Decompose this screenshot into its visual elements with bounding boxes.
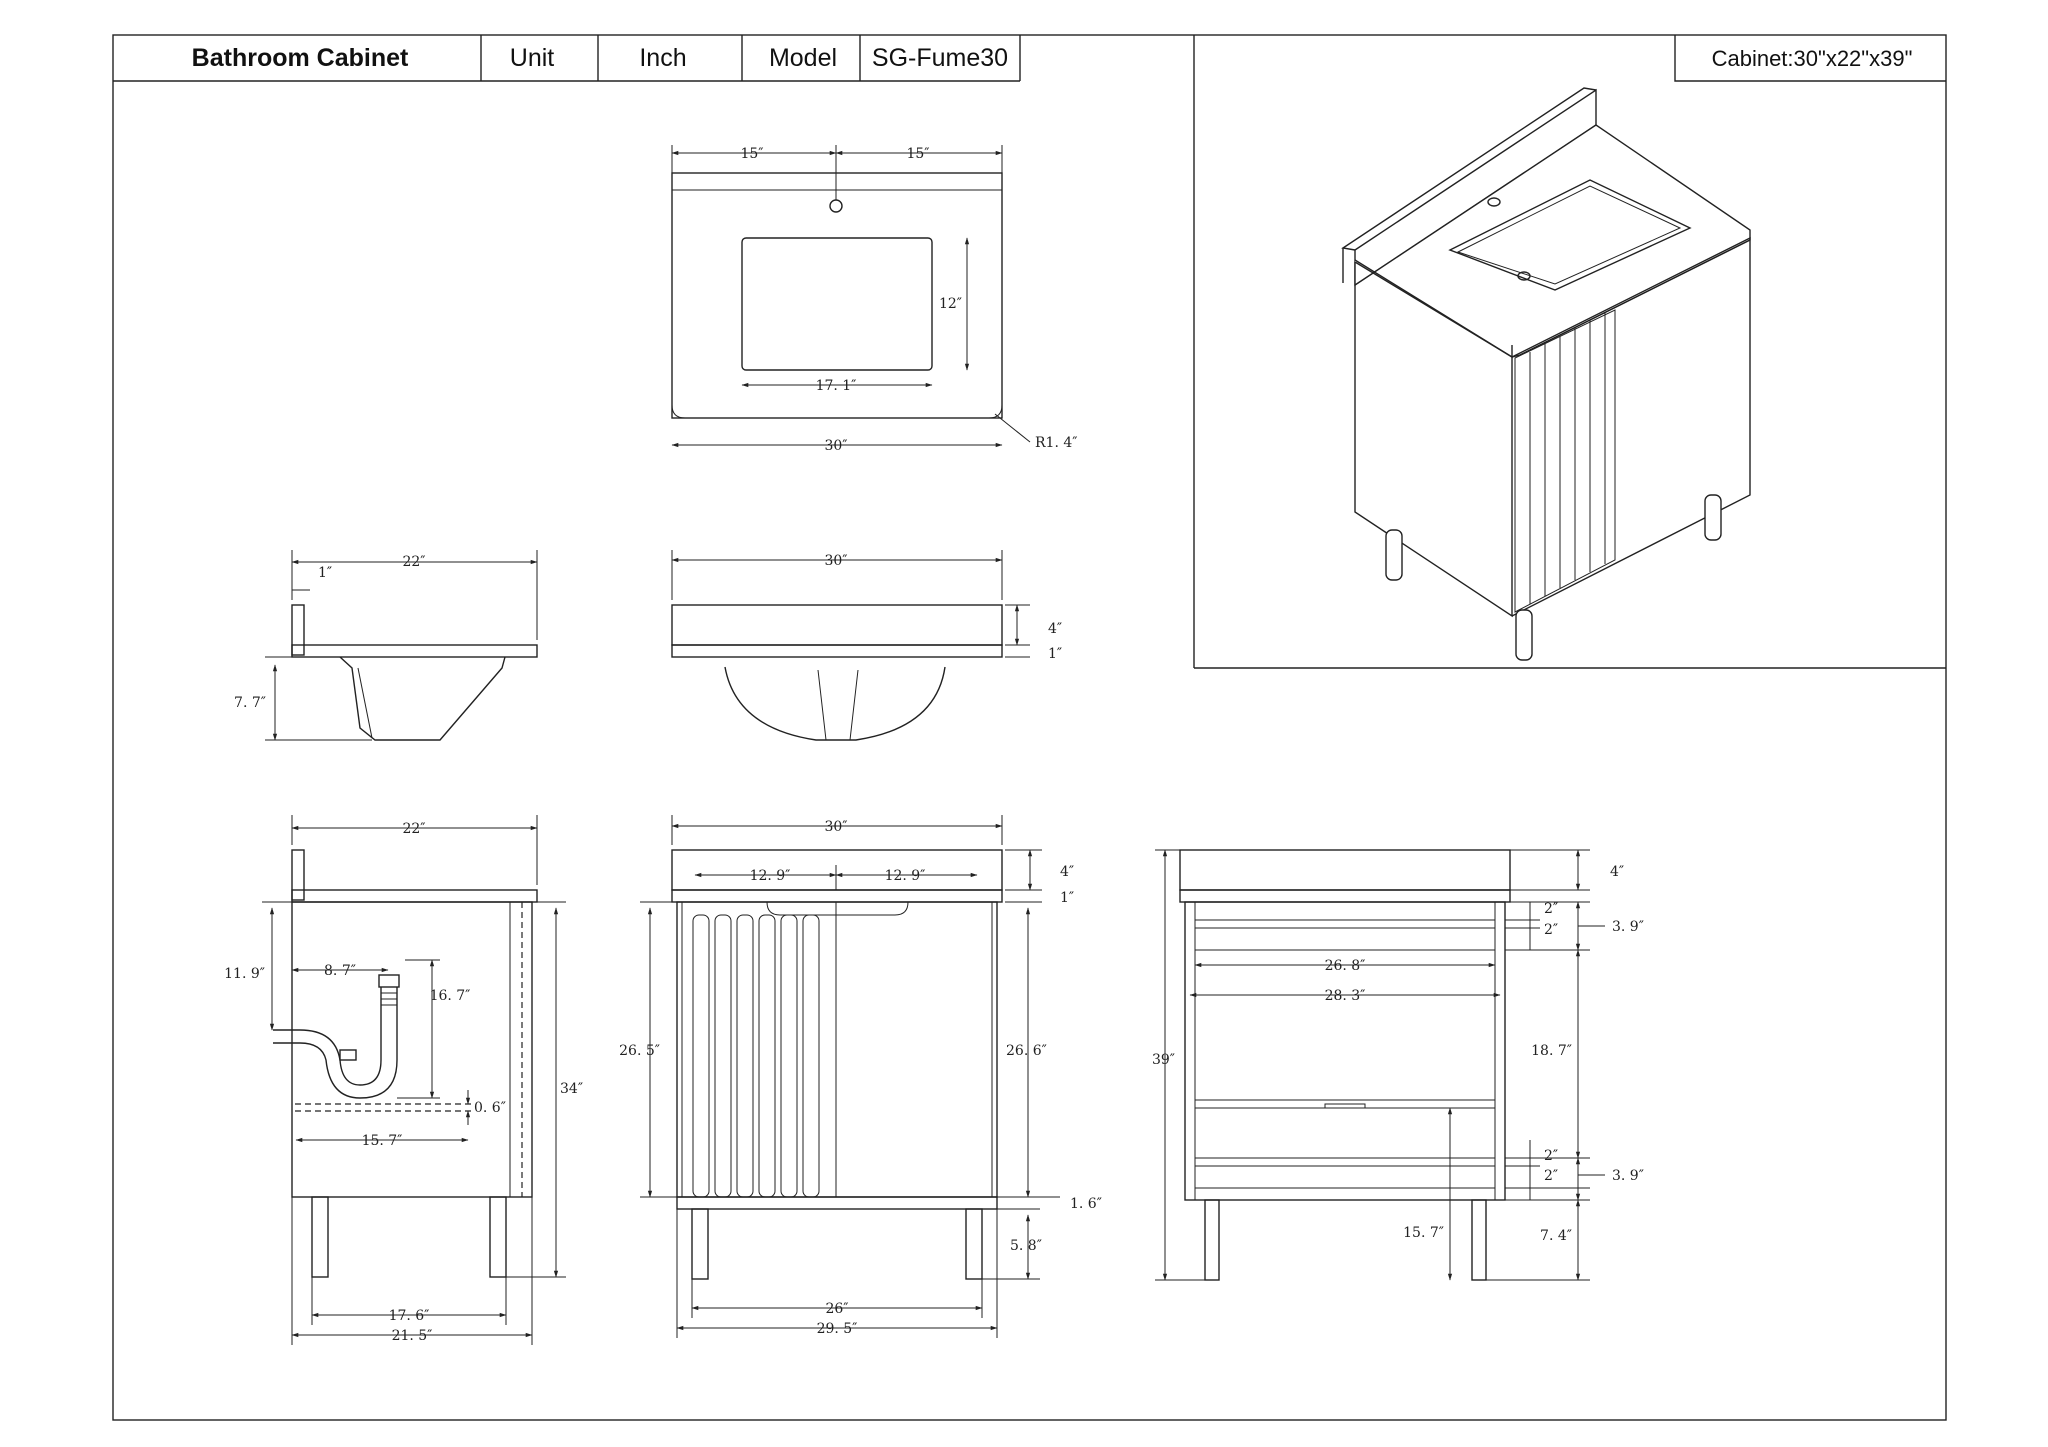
fluted-door-panel: [1514, 309, 1616, 613]
dim-basin-depth: 12″: [939, 296, 962, 312]
dim-top-total-width: 30″: [824, 438, 847, 454]
dim-inner-shelf-height: 15. 7″: [1403, 1225, 1444, 1241]
title-block: Bathroom Cabinet Unit Inch Model SG-Fume…: [192, 35, 1021, 81]
cabinet-size: Cabinet:30"x22"x39": [1712, 46, 1913, 71]
dim-side-leg-span: 17. 6″: [389, 1308, 430, 1324]
inner-view: 4″ 2″ 2″ 3. 9″ 26. 8″ 28. 3″ 39″ 18. 7″ …: [1152, 849, 1644, 1281]
dim-door-left-width: 12. 9″: [750, 868, 791, 884]
dim-base-gap: 1. 6″: [1070, 1196, 1102, 1212]
dim-inner-gap-top-2: 2″: [1544, 922, 1558, 938]
dim-door-right-width: 12. 9″: [885, 868, 926, 884]
unit-label: Unit: [510, 44, 555, 72]
top-view: 15″ 15″ 12″ 17. 1″ 30″ R1. 4″: [671, 145, 1078, 454]
sink-front-view: 30″ 4″ 1″: [671, 550, 1062, 741]
dim-drain-height: 16. 7″: [430, 988, 471, 1004]
dim-inner-width: 28. 3″: [1325, 988, 1366, 1004]
fluted-door-front: [692, 914, 820, 1198]
isometric-view: [1341, 87, 1751, 661]
dim-door-height-right: 26. 6″: [1006, 1043, 1047, 1059]
dim-top-left-half: 15″: [740, 146, 763, 162]
dim-sink-top-thickness: 1″: [1048, 646, 1062, 662]
unit-value: Inch: [639, 44, 686, 72]
dim-front-leg-span: 26″: [825, 1301, 848, 1317]
dim-corner-radius: R1. 4″: [1035, 435, 1078, 451]
dim-inner-gap-bottom-2: 2″: [1544, 1168, 1558, 1184]
model-value: SG-Fume30: [872, 44, 1008, 72]
dim-top-right-half: 15″: [906, 146, 929, 162]
dim-door-height-left: 26. 5″: [619, 1043, 660, 1059]
sheet-frame: [112, 34, 1947, 1421]
dim-shelf-thickness: 0. 6″: [474, 1100, 506, 1116]
dim-front-leg-height: 5. 8″: [1010, 1238, 1042, 1254]
dim-inner-middle-height: 18. 7″: [1531, 1043, 1572, 1059]
dim-sink-depth: 22″: [402, 554, 425, 570]
dim-inner-gap-bottom-1: 2″: [1544, 1148, 1558, 1164]
dim-backsplash-thickness: 1″: [318, 565, 332, 581]
dim-front-top-thickness: 1″: [1060, 890, 1074, 906]
dim-inner-drawer-bottom: 3. 9″: [1612, 1168, 1644, 1184]
dim-inner-total-height: 39″: [1152, 1052, 1175, 1068]
size-box: Cabinet:30"x22"x39": [1674, 35, 1946, 82]
front-view: 30″ 12. 9″ 12. 9″ 4″ 1″ 26. 5″ 26. 6″ 1.…: [619, 815, 1102, 1338]
side-view: 22″ 8. 7″ 11. 9″ 16. 7″ 34″ 0. 6″ 15. 7″…: [224, 815, 583, 1345]
dim-drain-offset: 8. 7″: [324, 963, 356, 979]
dim-inner-drawer-top: 3. 9″: [1612, 919, 1644, 935]
dim-sink-backsplash: 4″: [1048, 621, 1062, 637]
dim-basin-width: 17. 1″: [816, 378, 857, 394]
cabinet-legs: [1385, 494, 1722, 661]
dim-inner-shelf-width: 26. 8″: [1325, 958, 1366, 974]
dim-front-top-width: 30″: [824, 819, 847, 835]
sink-side-view: 22″ 1″ 7. 7″: [234, 550, 538, 741]
dim-inner-backsplash: 4″: [1610, 864, 1624, 880]
dim-inner-gap-top-1: 2″: [1544, 901, 1558, 917]
dim-side-top-depth: 22″: [402, 821, 425, 837]
dim-side-base-depth: 21. 5″: [392, 1328, 433, 1344]
dim-sink-front-width: 30″: [824, 553, 847, 569]
dim-shelf-depth: 15. 7″: [362, 1133, 403, 1149]
dim-bowl-height: 7. 7″: [234, 695, 266, 711]
dim-drain-top: 11. 9″: [224, 966, 265, 982]
drain-pipe: [273, 974, 400, 1099]
model-label: Model: [769, 44, 837, 72]
product-title: Bathroom Cabinet: [192, 44, 409, 72]
dim-front-backsplash: 4″: [1060, 864, 1074, 880]
dim-side-cabinet-height: 34″: [560, 1081, 583, 1097]
dim-front-base-width: 29. 5″: [817, 1321, 858, 1337]
dim-inner-leg-height: 7. 4″: [1540, 1228, 1572, 1244]
